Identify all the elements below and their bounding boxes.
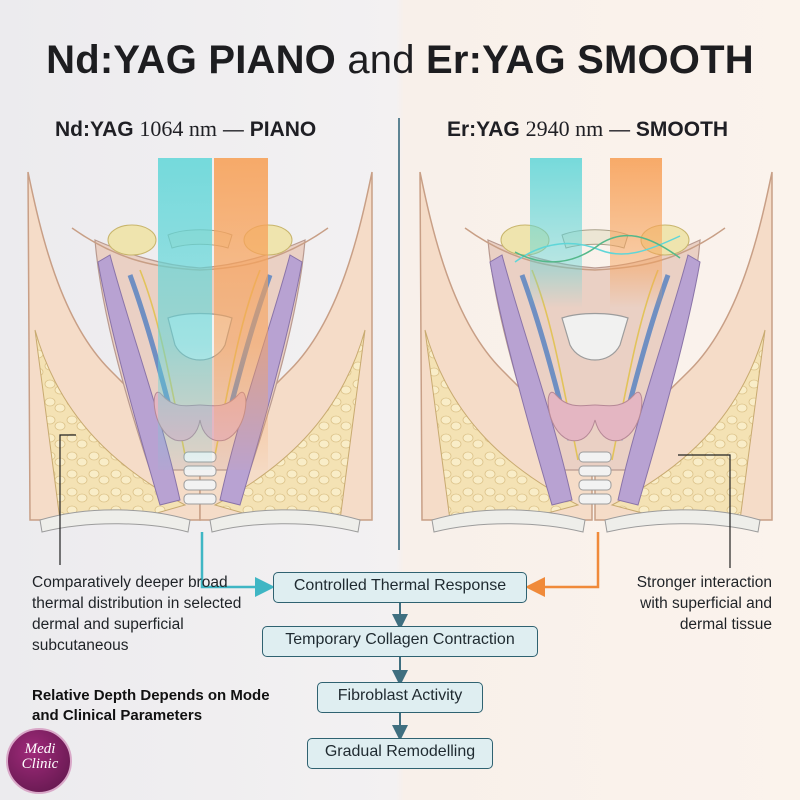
left-clavicle-left bbox=[39, 509, 191, 533]
right-callout-line bbox=[678, 454, 731, 568]
right-muscle-outer-right bbox=[617, 254, 701, 506]
right-muscle-outer-left bbox=[489, 254, 573, 506]
right-cyan-beam bbox=[530, 158, 582, 308]
right-wavelength: 2940 nm bbox=[525, 116, 604, 141]
right-dash: — bbox=[609, 118, 631, 141]
right-mode: SMOOTH bbox=[635, 118, 729, 141]
right-thyroid bbox=[547, 391, 643, 442]
depth-disclaimer: Relative Depth Depends on Mode and Clini… bbox=[32, 687, 270, 724]
right-clavicle-right bbox=[604, 509, 761, 533]
right-description: Stronger interaction with superficial an… bbox=[636, 574, 772, 633]
logo-line-1: Medi bbox=[24, 741, 56, 757]
logo-line-2: Clinic bbox=[21, 756, 59, 772]
left-wavelength: 1064 nm bbox=[139, 116, 218, 141]
left-panel-heading: Nd:YAG 1064 nm — PIANO bbox=[55, 116, 316, 142]
left-fat-tissue-left bbox=[34, 329, 187, 521]
title-part-eryag: Er:YAG SMOOTH bbox=[426, 38, 754, 82]
right-fat-tissue-right bbox=[610, 329, 766, 521]
flow-step-3: Fibroblast Activity bbox=[317, 682, 483, 713]
right-surface-mesh-green bbox=[514, 234, 681, 263]
title-and: and bbox=[347, 38, 415, 82]
panel-divider bbox=[398, 118, 400, 550]
left-description: Comparatively deeper broad thermal distr… bbox=[32, 574, 242, 654]
page-title: Nd:YAG PIANO and Er:YAG SMOOTH bbox=[0, 38, 800, 83]
flow-step-1: Controlled Thermal Response bbox=[273, 572, 527, 603]
left-dash: — bbox=[222, 118, 244, 141]
right-fat-tissue-left bbox=[424, 329, 580, 521]
right-panel-heading: Er:YAG 2940 nm — SMOOTH bbox=[447, 116, 728, 142]
left-orange-beam bbox=[214, 158, 268, 470]
left-laser-name: Nd:YAG bbox=[55, 118, 134, 141]
left-callout-line bbox=[59, 434, 76, 565]
left-clavicle-right bbox=[209, 509, 361, 533]
left-gland-left bbox=[107, 224, 157, 256]
right-orange-beam bbox=[610, 158, 662, 308]
right-surface-mesh-cyan bbox=[514, 235, 681, 263]
right-trachea bbox=[578, 451, 612, 505]
right-clavicle-left bbox=[431, 509, 586, 533]
title-part-ndyag: Nd:YAG PIANO bbox=[46, 38, 336, 82]
left-neck-illustration bbox=[27, 158, 373, 533]
right-connector-arrow bbox=[525, 532, 600, 597]
left-mode: PIANO bbox=[249, 118, 317, 141]
right-jaw-line bbox=[464, 227, 726, 271]
right-laser-name: Er:YAG bbox=[447, 118, 520, 141]
left-fat-tissue-right bbox=[213, 329, 366, 521]
right-neck-illustration bbox=[419, 158, 773, 533]
flow-step-4: Gradual Remodelling bbox=[307, 738, 493, 769]
right-larynx bbox=[561, 312, 629, 361]
left-cyan-beam bbox=[158, 158, 212, 470]
left-connector-arrow bbox=[200, 532, 275, 597]
flow-step-2: Temporary Collagen Contraction bbox=[262, 626, 538, 657]
